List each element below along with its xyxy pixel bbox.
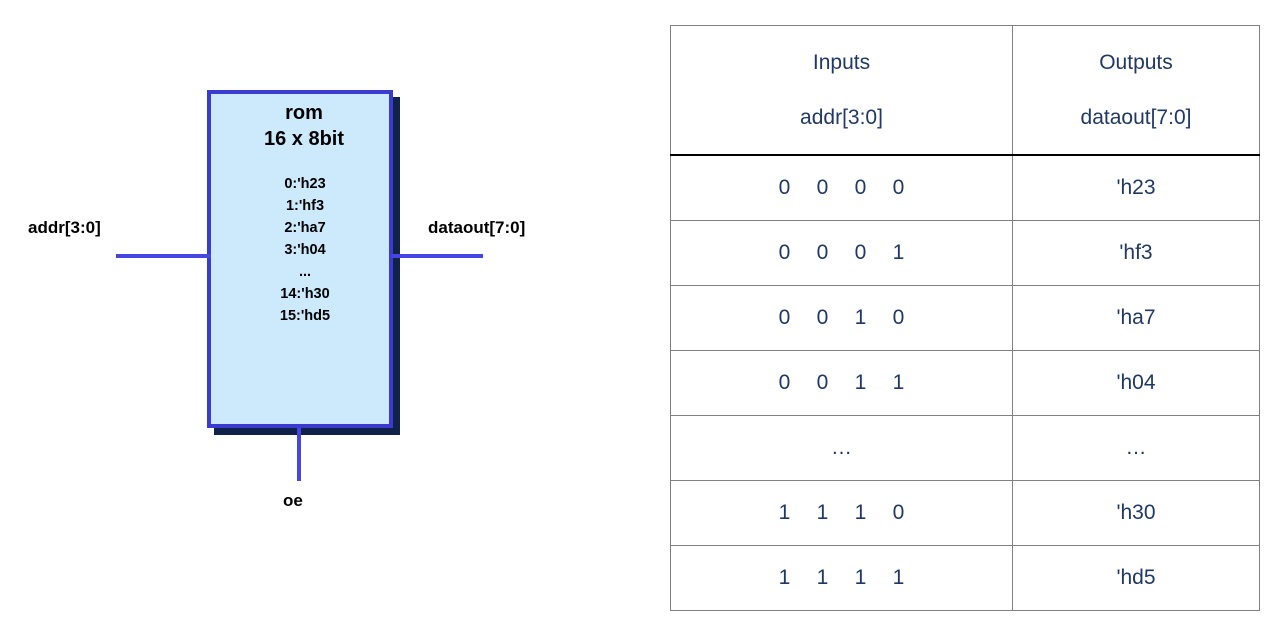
- table-row: 0 0 1 0 'ha7: [670, 285, 1260, 351]
- rom-block-title: rom 16 x 8bit: [256, 100, 344, 153]
- dataout-value-cell: 'ha7: [1012, 285, 1260, 351]
- rom-title-line2: 16 x 8bit: [263, 128, 345, 151]
- address-bit: 0: [854, 241, 867, 264]
- address-bit: 1: [816, 566, 829, 589]
- table-row: 0 0 0 0 'h23: [670, 154, 1260, 221]
- address-bit: 1: [854, 371, 867, 394]
- address-bits-cell: 0 0 0 1: [670, 220, 1013, 286]
- address-bits-cell: 0 0 0 0: [670, 154, 1013, 221]
- address-bit: 1: [892, 241, 905, 264]
- rom-block[interactable]: rom 16 x 8bit 0:'h23 1:'hf3 2:'ha7 3:'h0…: [207, 90, 393, 428]
- address-bit: 1: [854, 566, 867, 589]
- inputs-header: Inputs addr[3:0]: [670, 25, 1013, 156]
- address-bit: 1: [816, 501, 829, 524]
- address-bit: 0: [816, 176, 829, 199]
- table-row: ……: [670, 415, 1260, 481]
- address-bit: 0: [816, 371, 829, 394]
- address-bit: 1: [778, 501, 791, 524]
- address-bits-cell: 1 1 1 1: [670, 545, 1013, 611]
- dataout-value-cell: 'h04: [1012, 350, 1260, 416]
- address-bit: 0: [778, 306, 791, 329]
- rom-content-15: 15:'hd5: [279, 307, 331, 324]
- address-bit: 0: [854, 176, 867, 199]
- rom-content-1: 1:'hf3: [285, 197, 325, 214]
- dataout-value-cell: …: [1012, 415, 1260, 481]
- table-row: 1 1 1 0 'h30: [670, 480, 1260, 546]
- dataout-value-cell: 'h30: [1012, 480, 1260, 546]
- dataout-value-cell: 'hd5: [1012, 545, 1260, 611]
- address-bit: 0: [778, 371, 791, 394]
- table-row: 0 0 0 1 'hf3: [670, 220, 1260, 286]
- rom-content-14: 14:'h30: [280, 285, 330, 302]
- address-bit: 1: [854, 501, 867, 524]
- address-bits-cell: …: [670, 415, 1013, 481]
- outputs-header-title: Outputs: [1099, 51, 1173, 74]
- addr-wire: [116, 254, 211, 258]
- rom-content-3: 3:'h04: [284, 241, 326, 258]
- dataout-value-cell: 'h23: [1012, 154, 1260, 221]
- table-row: 0 0 1 1 'h04: [670, 350, 1260, 416]
- address-bit: 0: [892, 306, 905, 329]
- outputs-header: Outputs dataout[7:0]: [1012, 25, 1260, 156]
- address-bit: 0: [816, 241, 829, 264]
- addr-port-label: addr[3:0]: [28, 218, 101, 237]
- dataout-value-cell: 'hf3: [1012, 220, 1260, 286]
- address-bit: …: [831, 436, 852, 459]
- rom-title-line1: rom: [285, 102, 323, 124]
- inputs-header-title: Inputs: [812, 51, 871, 74]
- address-bit: 1: [892, 371, 905, 394]
- outputs-header-signal: dataout[7:0]: [1080, 106, 1192, 129]
- rom-memory-contents: 0:'h23 1:'hf3 2:'ha7 3:'h04 ... 14:'h30 …: [270, 173, 330, 327]
- address-bit: 0: [892, 501, 905, 524]
- rom-block-diagram: rom 16 x 8bit 0:'h23 1:'hf3 2:'ha7 3:'h0…: [28, 90, 526, 510]
- oe-wire: [297, 428, 301, 481]
- rom-content-2: 2:'ha7: [284, 219, 326, 236]
- inputs-header-signal: addr[3:0]: [800, 106, 883, 129]
- address-bit: 0: [892, 176, 905, 199]
- rom-content-0: 0:'h23: [284, 175, 326, 192]
- rom-content-ellipsis: ...: [298, 263, 312, 280]
- address-bit: 0: [816, 306, 829, 329]
- address-bit: 1: [778, 566, 791, 589]
- dataout-port-label: dataout[7:0]: [428, 218, 526, 237]
- table-row: 1 1 1 1 'hd5: [670, 545, 1260, 611]
- table-header-row: Inputs addr[3:0] Outputs dataout[7:0]: [670, 25, 1260, 156]
- dataout-wire: [391, 254, 483, 258]
- oe-port-label: oe: [283, 491, 303, 510]
- address-bit: 0: [778, 176, 791, 199]
- address-bit: 1: [892, 566, 905, 589]
- address-bit: 1: [854, 306, 867, 329]
- address-bits-cell: 0 0 1 1: [670, 350, 1013, 416]
- address-bits-cell: 1 1 1 0: [670, 480, 1013, 546]
- address-bits-cell: 0 0 1 0: [670, 285, 1013, 351]
- address-bit: 0: [778, 241, 791, 264]
